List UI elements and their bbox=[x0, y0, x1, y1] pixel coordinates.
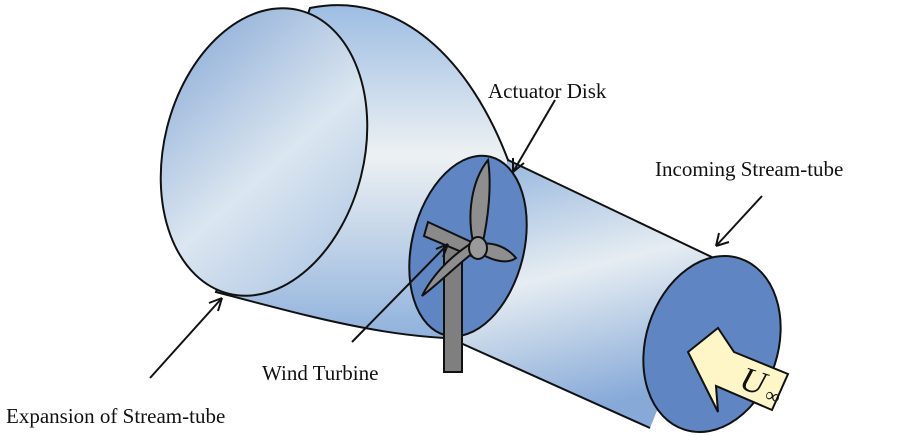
incoming-stream-tube-label: Incoming Stream-tube bbox=[655, 157, 843, 181]
actuator-disk-leader bbox=[512, 99, 556, 173]
expansion-stream-tube-label: Expansion of Stream-tube bbox=[6, 404, 225, 428]
leader-arrows bbox=[149, 99, 763, 379]
freestream-arrow: U ∞ bbox=[686, 326, 790, 413]
wind-turbine-icon bbox=[421, 157, 518, 373]
wind-turbine-leader bbox=[351, 243, 449, 343]
actuator-disk-label: Actuator Disk bbox=[488, 79, 607, 103]
expansion-stream-tube-shape bbox=[159, 4, 532, 340]
velocity-subscript: ∞ bbox=[762, 384, 782, 409]
incoming-tube-leader bbox=[715, 195, 763, 247]
wind-turbine-label: Wind Turbine bbox=[262, 361, 378, 385]
expansion-leader bbox=[149, 297, 223, 379]
